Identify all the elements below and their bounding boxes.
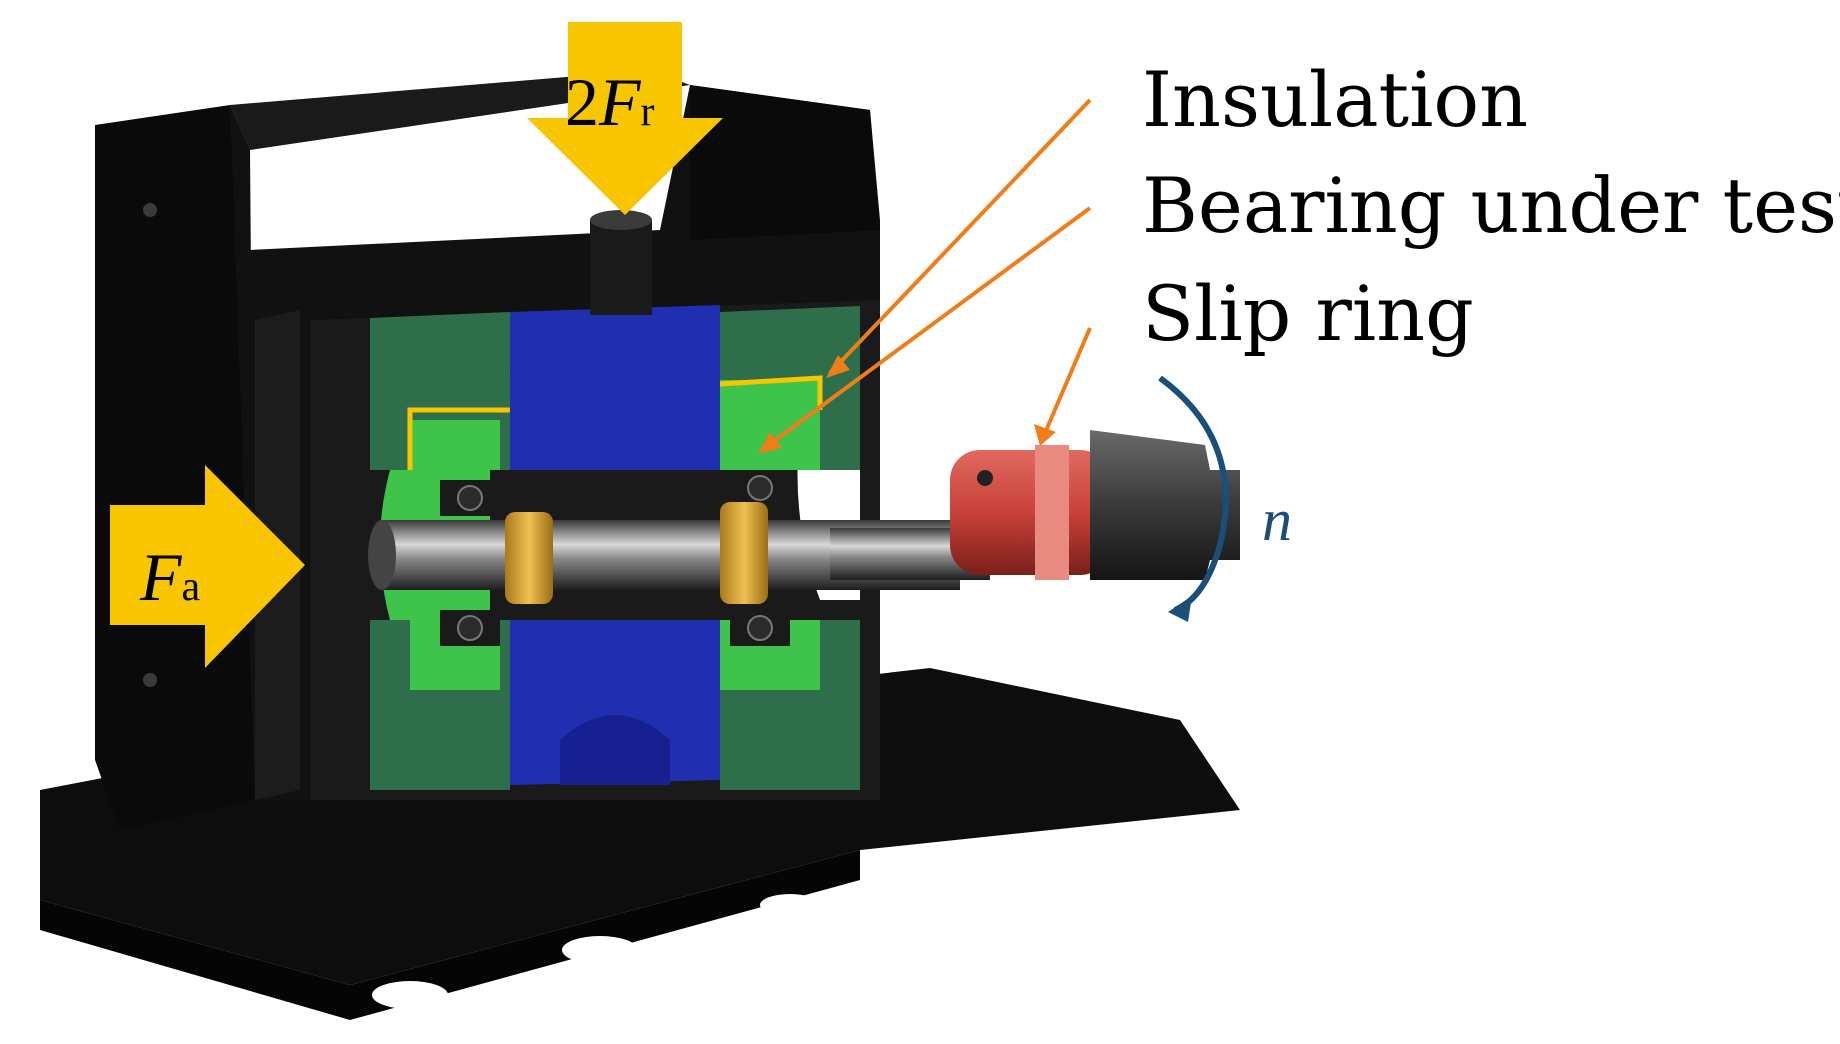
axial-force-arrow: Fa <box>110 465 305 668</box>
label-bearing-under-test: Bearing under test <box>1142 161 1840 250</box>
leader-lines <box>758 98 1092 454</box>
coupling <box>1090 430 1240 580</box>
load-pin <box>590 210 652 315</box>
axial-force-symbol: F <box>139 539 183 615</box>
shaft <box>368 520 990 590</box>
sleeve-right <box>720 502 768 604</box>
bearing-right <box>730 470 790 646</box>
bearing-left <box>440 480 500 646</box>
radial-force-symbol: F <box>598 64 642 140</box>
load-block <box>510 305 720 785</box>
axial-force-subscript: a <box>182 564 201 610</box>
label-slip-ring: Slip ring <box>1142 269 1474 358</box>
radial-force-coefficient: 2 <box>565 64 599 140</box>
radial-force-arrow: 2Fr <box>527 22 723 215</box>
speed-symbol: n <box>1262 487 1292 553</box>
svg-text:2Fr: 2Fr <box>565 64 655 140</box>
slip-ring <box>950 445 1110 580</box>
label-insulation: Insulation <box>1142 55 1528 144</box>
rotation-arrow: n <box>1158 375 1292 622</box>
svg-text:Fa: Fa <box>139 539 201 615</box>
sleeve-left <box>505 512 553 604</box>
radial-force-subscript: r <box>641 89 655 135</box>
